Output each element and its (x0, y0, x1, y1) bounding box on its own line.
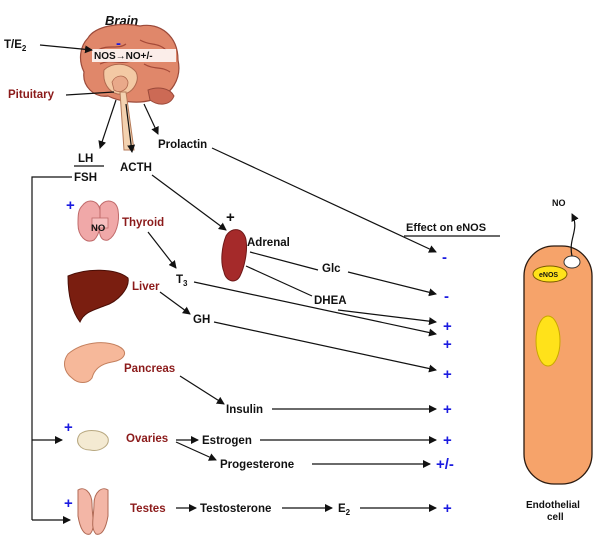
thyroid-plus-sign: + (66, 197, 75, 214)
t3-label: T3 (176, 274, 188, 288)
e2-label: E2 (338, 503, 351, 517)
endothelial-cell (524, 246, 592, 484)
thyroid-no-label: NO (91, 223, 105, 234)
thyroid-to-t3-arrow (148, 232, 176, 268)
testes-plus-sign: + (64, 495, 73, 512)
testes-label: Testes (130, 503, 166, 515)
acth-label: ACTH (120, 162, 152, 174)
pancreas-icon (65, 343, 125, 383)
ovaries-label: Ovaries (126, 433, 168, 445)
liver-icon (68, 270, 128, 322)
gh-label: GH (193, 314, 210, 326)
ovaries-plus-sign: + (64, 419, 73, 436)
prolactin-label: Prolactin (158, 139, 207, 151)
effect-sign-testosterone: + (443, 500, 452, 517)
estrogen-label: Estrogen (202, 435, 252, 447)
lh-label: LH (78, 153, 93, 165)
ovaries-icon (78, 431, 109, 451)
effect-header: Effect on eNOS (406, 222, 486, 234)
enos-label: eNOS (539, 272, 558, 279)
prolactin-effect-arrow (212, 148, 436, 252)
t3-effect-arrow (194, 282, 436, 334)
cell-label-line2: cell (547, 512, 564, 523)
adrenal-icon (222, 230, 247, 281)
cell-label-line1: Endothelial (526, 500, 580, 511)
effect-sign-prolactin: - (442, 249, 447, 266)
effect-sign-insulin: + (443, 401, 452, 418)
effect-sign-dhea: + (443, 318, 452, 335)
thyroid-label: Thyroid (122, 217, 164, 229)
cell-no-label: NO (552, 198, 566, 208)
testes-icon (78, 489, 108, 535)
effect-sign-glc: - (444, 288, 449, 305)
nos-label: NOS→NO+/- (94, 51, 153, 62)
gh-effect-arrow (214, 322, 436, 370)
liver-label: Liver (132, 281, 160, 293)
fsh-label: FSH (74, 172, 97, 184)
thyroid-icon (78, 201, 119, 241)
adrenal-label: Adrenal (247, 237, 290, 249)
effect-sign-estrogen: + (443, 432, 452, 449)
testosterone-label: Testosterone (200, 503, 271, 515)
no-vesicle (564, 256, 580, 268)
adrenal-plus-sign: + (226, 209, 235, 226)
progesterone-label: Progesterone (220, 459, 294, 471)
brain-to-lh-arrow (100, 100, 116, 148)
pancreas-label: Pancreas (124, 363, 175, 375)
dhea-label: DHEA (314, 295, 347, 307)
pancreas-to-insulin-arrow (180, 376, 224, 404)
adrenal-to-dhea-line (246, 266, 312, 296)
insulin-label: Insulin (226, 404, 263, 416)
glc-effect-arrow (348, 272, 436, 294)
effect-sign-t3: + (443, 336, 452, 353)
liver-to-gh-arrow (160, 292, 190, 314)
effect-sign-gh: + (443, 366, 452, 383)
brain-to-prolactin-arrow (144, 104, 158, 134)
glc-label: Glc (322, 263, 341, 275)
gonad-bracket (32, 177, 72, 520)
cell-nucleus (536, 316, 560, 366)
adrenal-to-glc-line (250, 252, 318, 270)
te2-label: T/E2 (4, 39, 27, 53)
effect-sign-progesterone: +/- (436, 456, 454, 473)
pituitary-label: Pituitary (8, 89, 55, 101)
